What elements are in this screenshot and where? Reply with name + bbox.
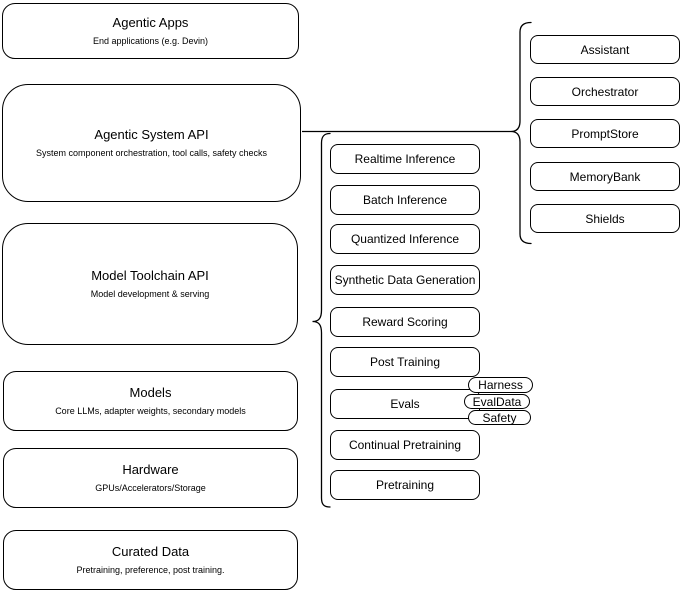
node-models: Models Core LLMs, adapter weights, secon… <box>3 371 298 431</box>
node-label: Post Training <box>369 355 441 369</box>
node-label: Batch Inference <box>362 193 448 207</box>
node-realtime-inference: Realtime Inference <box>330 144 480 174</box>
node-label: Pretraining <box>375 478 435 492</box>
node-label: Continual Pretraining <box>348 438 462 452</box>
node-quantized-inference: Quantized Inference <box>330 224 480 254</box>
node-label: Shields <box>585 211 625 226</box>
system-components-brace <box>510 21 532 245</box>
node-label: Assistant <box>580 42 630 57</box>
node-evals: Evals <box>330 389 480 419</box>
node-label: MemoryBank <box>569 169 641 184</box>
node-label: Orchestrator <box>571 84 639 99</box>
tag-label: Safety <box>482 410 517 425</box>
node-agentic-system-api: Agentic System API System component orch… <box>2 84 301 202</box>
node-agentic-apps: Agentic Apps End applications (e.g. Devi… <box>2 3 299 59</box>
node-label: Synthetic Data Generation <box>334 273 476 287</box>
node-label: PromptStore <box>571 126 639 141</box>
node-pretraining: Pretraining <box>330 470 480 500</box>
node-title: Hardware <box>122 462 179 477</box>
node-subtitle: System component orchestration, tool cal… <box>35 148 268 158</box>
node-reward-scoring: Reward Scoring <box>330 307 480 337</box>
node-assistant: Assistant <box>530 35 680 64</box>
node-post-training: Post Training <box>330 347 480 377</box>
tag-label: Harness <box>478 378 523 392</box>
node-model-toolchain-api: Model Toolchain API Model development & … <box>2 223 298 345</box>
node-title: Agentic Apps <box>112 15 189 30</box>
node-title: Models <box>129 385 172 400</box>
tag-safety: Safety <box>468 410 531 425</box>
node-synthetic-data-generation: Synthetic Data Generation <box>330 265 480 295</box>
node-hardware: Hardware GPUs/Accelerators/Storage <box>3 448 298 508</box>
node-memorybank: MemoryBank <box>530 162 680 191</box>
node-label: Quantized Inference <box>350 232 460 246</box>
node-continual-pretraining: Continual Pretraining <box>330 430 480 460</box>
node-orchestrator: Orchestrator <box>530 77 680 106</box>
tag-label: EvalData <box>472 394 522 409</box>
tag-evaldata: EvalData <box>464 394 530 409</box>
node-title: Agentic System API <box>94 127 209 142</box>
node-shields: Shields <box>530 204 680 233</box>
node-title: Curated Data <box>111 544 190 559</box>
toolchain-brace <box>312 132 331 508</box>
node-subtitle: Core LLMs, adapter weights, secondary mo… <box>55 406 246 416</box>
node-label: Realtime Inference <box>354 152 456 166</box>
node-promptstore: PromptStore <box>530 119 680 148</box>
node-label: Evals <box>390 397 420 411</box>
node-subtitle: End applications (e.g. Devin) <box>92 36 209 46</box>
node-subtitle: Model development & serving <box>90 289 210 299</box>
node-subtitle: Pretraining, preference, post training. <box>76 565 225 575</box>
tag-harness: Harness <box>468 377 533 393</box>
node-subtitle: GPUs/Accelerators/Storage <box>95 483 206 493</box>
node-label: Reward Scoring <box>362 315 448 329</box>
node-batch-inference: Batch Inference <box>330 185 480 215</box>
node-curated-data: Curated Data Pretraining, preference, po… <box>3 530 298 590</box>
node-title: Model Toolchain API <box>91 268 209 283</box>
